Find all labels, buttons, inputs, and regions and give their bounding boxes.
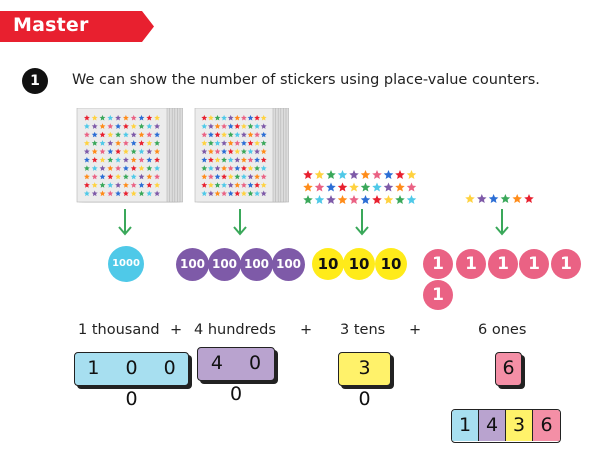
hundreds-label: 4 hundreds [194, 322, 276, 338]
sticker-sheets-image [76, 108, 183, 203]
tens-label: 3 tens [340, 322, 386, 338]
banner-title: Master [13, 14, 89, 36]
down-arrow-icon [495, 209, 509, 236]
plus-sign: + [300, 322, 313, 338]
one-counter: 1 [551, 249, 581, 279]
combined-number-box: 1 4 3 6 [451, 409, 561, 443]
one-counter: 1 [423, 280, 453, 310]
thousands-label: 1 thousand [78, 322, 160, 338]
plus-sign: + [170, 322, 183, 338]
down-arrow-icon [355, 209, 369, 236]
ten-counter: 10 [375, 248, 407, 280]
section-banner: Master [0, 11, 154, 42]
hundred-counter: 100 [240, 248, 273, 281]
ones-digit-box: 6 [495, 352, 522, 386]
one-counter: 1 [488, 249, 518, 279]
plus-sign: + [409, 322, 422, 338]
banner-shape [0, 11, 154, 42]
sticker-sheet-stack-thousand [75, 108, 185, 204]
tens-digit: 3 [506, 410, 533, 441]
hundred-counter: 100 [272, 248, 305, 281]
ten-star-strips [303, 170, 417, 205]
ten-counter: 10 [312, 248, 344, 280]
hundreds-digit-box: 4 0 0 [197, 347, 275, 405]
ones-label: 6 ones [478, 322, 527, 338]
question-text: We can show the number of stickers using… [72, 72, 540, 88]
question-number-badge: 1 [22, 68, 48, 94]
hundreds-digit: 4 [479, 410, 506, 441]
thousand-counter: 1000 [108, 246, 144, 282]
hundred-counter: 100 [208, 248, 241, 281]
one-counter: 1 [423, 249, 453, 279]
single-stickers [465, 194, 534, 204]
tens-digit-box: 3 0 [338, 352, 391, 410]
sticker-sheet-stack-hundreds [193, 108, 291, 204]
sticker-sheets-image [194, 108, 289, 203]
ten-counter: 10 [343, 248, 375, 280]
thousands-digit-box: 1 0 0 0 [74, 352, 189, 410]
one-counter: 1 [456, 249, 486, 279]
hundred-counter: 100 [176, 248, 209, 281]
one-counter: 1 [519, 249, 549, 279]
down-arrow-icon [118, 209, 132, 236]
ones-digit: 6 [533, 410, 560, 441]
thousands-digit: 1 [452, 410, 479, 441]
down-arrow-icon [233, 209, 247, 236]
